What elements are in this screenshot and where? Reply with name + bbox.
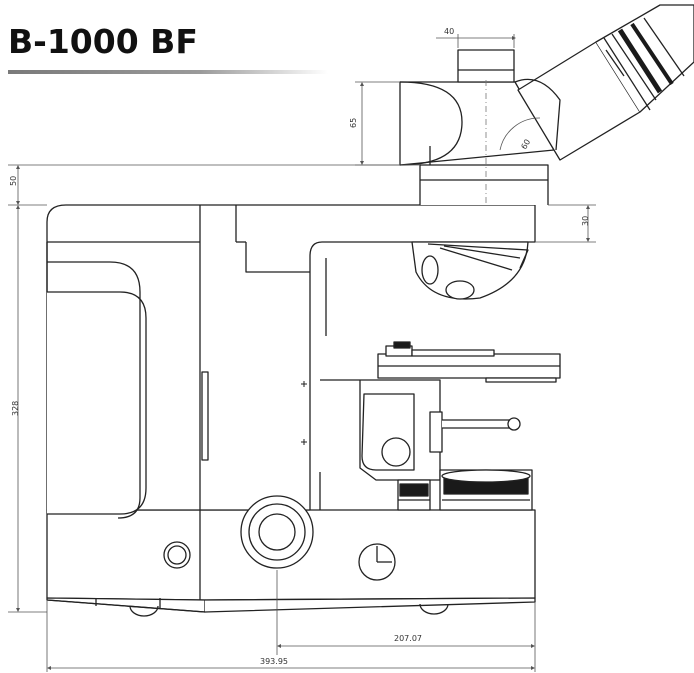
svg-text:40: 40 — [444, 27, 454, 36]
svg-text:50: 50 — [9, 176, 18, 186]
svg-text:60: 60 — [519, 138, 532, 151]
field-diaphragm — [439, 469, 533, 511]
svg-text:328: 328 — [11, 401, 20, 416]
focus-knob — [240, 495, 314, 569]
microscope-arm — [419, 164, 549, 205]
dimension-total-length: 393.95 — [46, 600, 535, 672]
mechanical-stage — [377, 341, 561, 383]
power-switch — [163, 541, 191, 569]
svg-text:207.07: 207.07 — [394, 634, 422, 643]
svg-text:30: 30 — [581, 216, 590, 226]
svg-text:65: 65 — [349, 118, 358, 128]
nosepiece-turret — [411, 241, 529, 300]
microscope-body — [46, 204, 536, 600]
dimension-eyepiece: 40 — [436, 27, 516, 48]
focus-gear — [397, 479, 431, 511]
dimension-top-offset: 50 — [8, 164, 420, 206]
alignment-marks — [301, 381, 307, 445]
dimension-angle: 60 — [499, 117, 541, 151]
title-underline — [8, 70, 328, 74]
light-intensity-knob — [358, 543, 396, 581]
eyepiece-tube — [514, 4, 694, 161]
svg-text:393.95: 393.95 — [260, 657, 288, 666]
dimension-head-height: 65 — [349, 81, 400, 166]
dimension-total-height: 328 — [8, 205, 47, 613]
dimension-arm-thickness: 30 — [535, 204, 596, 243]
page-title: B-1000 BF — [8, 22, 198, 61]
condenser-holder — [319, 379, 521, 510]
dimension-foot-to-axis: 207.07 — [276, 570, 536, 672]
